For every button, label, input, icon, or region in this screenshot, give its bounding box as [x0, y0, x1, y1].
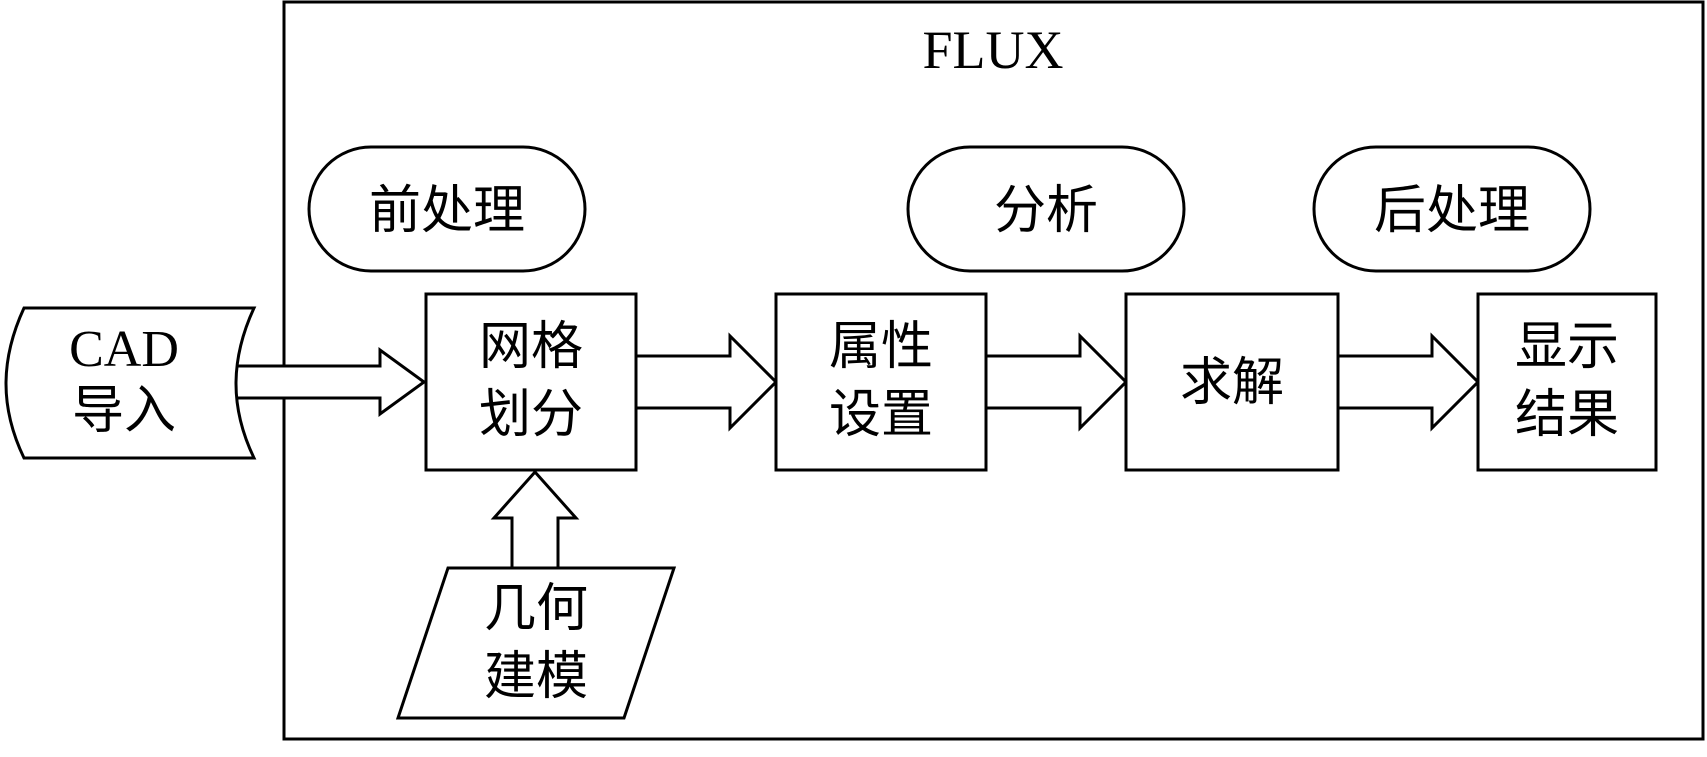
arrow-geometry-to-mesh [490, 469, 580, 570]
node-property: 属性 设置 [774, 292, 988, 472]
phase-post-processing: 后处理 [1312, 145, 1592, 273]
property-line1: 属性 [829, 319, 933, 376]
arrow-mesh-to-property [634, 332, 779, 432]
node-geometry: 几何 建模 [395, 566, 677, 720]
result-line1: 显示 [1515, 319, 1619, 376]
node-cad-import: CAD 导入 [4, 306, 257, 460]
cad-import-line1: CAD [69, 321, 179, 378]
phase-analysis: 分析 [906, 145, 1186, 273]
phase-post-label: 后处理 [1374, 183, 1530, 240]
phase-pre-label: 前处理 [369, 183, 525, 240]
geometry-line1: 几何 [484, 581, 588, 638]
arrow-cad-to-mesh [232, 347, 427, 417]
mesh-line1: 网格 [479, 319, 583, 376]
flux-title: FLUX [922, 20, 1063, 80]
arrow-property-to-solve [984, 332, 1129, 432]
solve-line1: 求解 [1180, 355, 1284, 412]
phase-pre-processing: 前处理 [307, 145, 587, 273]
result-line2: 结果 [1515, 387, 1619, 444]
node-result: 显示 结果 [1476, 292, 1658, 472]
node-solve: 求解 [1124, 292, 1340, 472]
cad-import-line2: 导入 [72, 383, 176, 440]
property-line2: 设置 [829, 387, 933, 444]
node-mesh: 网格 划分 [424, 292, 638, 472]
phase-analysis-label: 分析 [994, 183, 1098, 240]
geometry-line2: 建模 [484, 649, 588, 706]
mesh-line2: 划分 [479, 387, 583, 444]
arrow-solve-to-result [1336, 332, 1481, 432]
